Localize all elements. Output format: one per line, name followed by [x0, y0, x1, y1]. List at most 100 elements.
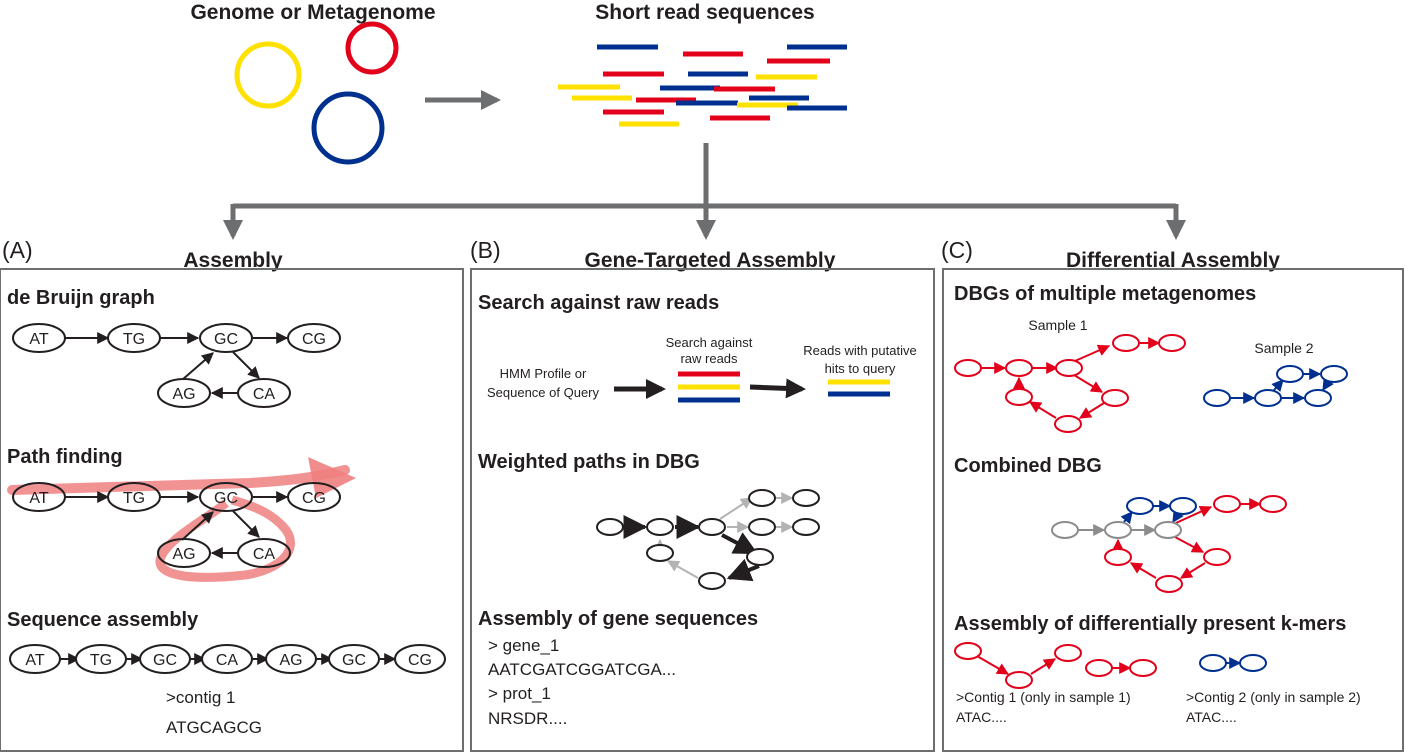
seq-node-label: CA	[216, 652, 239, 669]
red-node	[1055, 359, 1083, 377]
panel-a-title: Assembly	[183, 249, 283, 272]
node-ca	[237, 378, 291, 408]
edge	[1172, 509, 1184, 524]
node-ca	[237, 538, 291, 568]
seq-node-label: AT	[25, 652, 44, 669]
edge	[1028, 401, 1057, 419]
search-to-hits-arrow	[749, 378, 806, 399]
contig-name: >contig 1	[166, 688, 235, 707]
yellow-genome-circle	[234, 41, 302, 109]
path-finding-graph: AT TG GC CG AG CA	[7, 457, 356, 582]
node-ag	[157, 538, 211, 568]
edge	[1174, 536, 1205, 553]
reads-label: Short read sequences	[595, 1, 814, 24]
red-node	[954, 642, 982, 660]
node-label: CG	[302, 490, 326, 507]
red-node	[1158, 334, 1186, 352]
edge	[181, 352, 214, 381]
red-node	[1054, 415, 1082, 433]
gene-name: > gene_1	[488, 636, 559, 655]
node-ag	[157, 378, 211, 408]
seq-node	[75, 644, 127, 674]
red-node	[1085, 659, 1113, 677]
prot-name: > prot_1	[488, 684, 551, 703]
blue-node	[1199, 654, 1227, 672]
gray-node	[1104, 521, 1132, 539]
node-label: GC	[214, 490, 238, 507]
weighted-dbg	[596, 489, 820, 590]
red-node	[1005, 388, 1033, 406]
node-at	[12, 323, 66, 353]
panel-a-letter: (A)	[2, 237, 33, 263]
edge	[1030, 658, 1057, 675]
gray-node	[1154, 521, 1182, 539]
node-label: CA	[253, 546, 276, 563]
dbg-node	[698, 518, 726, 536]
dbg-node	[746, 548, 774, 566]
node-label: AT	[29, 490, 48, 507]
edge	[232, 351, 260, 379]
red-genome-circle	[345, 21, 399, 75]
node-cg	[287, 482, 341, 512]
red-node	[954, 359, 982, 377]
node-at	[12, 482, 66, 512]
dbg-node	[646, 518, 674, 536]
seq-node-label: CG	[408, 652, 432, 669]
blue-node	[1320, 365, 1348, 383]
gene-sequence: AATCGATCGGATCGA...	[488, 660, 676, 679]
blue-node	[1126, 497, 1154, 515]
blue-node	[1169, 497, 1197, 515]
genome-label: Genome or Metagenome	[190, 1, 435, 24]
hit-reads-stack	[828, 379, 890, 397]
dbg-node	[748, 489, 776, 507]
dbg-node	[698, 572, 726, 590]
seq-node	[394, 644, 446, 674]
panel-b-frame	[470, 268, 935, 752]
panel-c-letter: (C)	[941, 237, 973, 263]
dbg-node	[792, 518, 820, 536]
edge	[666, 560, 699, 579]
blue-node	[1304, 389, 1332, 407]
contig-2-name: >Contig 2 (only in sample 2)	[1186, 689, 1361, 705]
diff-heading: Assembly of differentially present k-mer…	[954, 613, 1346, 635]
genome-circles	[234, 21, 399, 165]
panel-a-frame	[0, 268, 464, 752]
combined-graph	[1051, 495, 1287, 593]
edge	[719, 497, 754, 520]
blue-node	[1203, 389, 1231, 407]
edge	[726, 558, 760, 582]
edge	[1078, 402, 1105, 419]
node-gc	[199, 323, 253, 353]
node-tg	[107, 482, 161, 512]
red-node	[1005, 671, 1033, 689]
node-cg	[287, 323, 341, 353]
sequence-assembly-heading: Sequence assembly	[7, 609, 199, 631]
blue-genome-circle	[311, 91, 385, 165]
red-node	[1112, 334, 1140, 352]
sample-2-label: Sample 2	[1254, 340, 1313, 356]
node-label: TG	[123, 490, 145, 507]
seq-node	[139, 644, 191, 674]
sample-1-graph	[954, 334, 1186, 433]
red-node	[1101, 389, 1129, 407]
edge	[1175, 506, 1213, 524]
blue-node	[1239, 654, 1267, 672]
contig-2-graph	[1199, 654, 1267, 672]
edge	[1073, 374, 1104, 393]
edge	[721, 532, 759, 555]
node-gc	[199, 482, 253, 512]
edge	[181, 511, 214, 541]
red-node	[1259, 495, 1287, 513]
hits-label-line1: Reads with putative	[803, 343, 916, 358]
sample-2-graph	[1203, 365, 1348, 407]
seq-node-label: AG	[279, 652, 302, 669]
seq-node	[265, 644, 317, 674]
hits-label-line2: hits to query	[825, 361, 896, 376]
panel-b-title: Gene-Targeted Assembly	[585, 249, 836, 272]
dbg-node	[596, 518, 624, 536]
node-label: CA	[253, 386, 276, 403]
edge	[1322, 377, 1334, 392]
panel-c-frame	[942, 268, 1404, 752]
seq-node-label: GC	[342, 652, 366, 669]
